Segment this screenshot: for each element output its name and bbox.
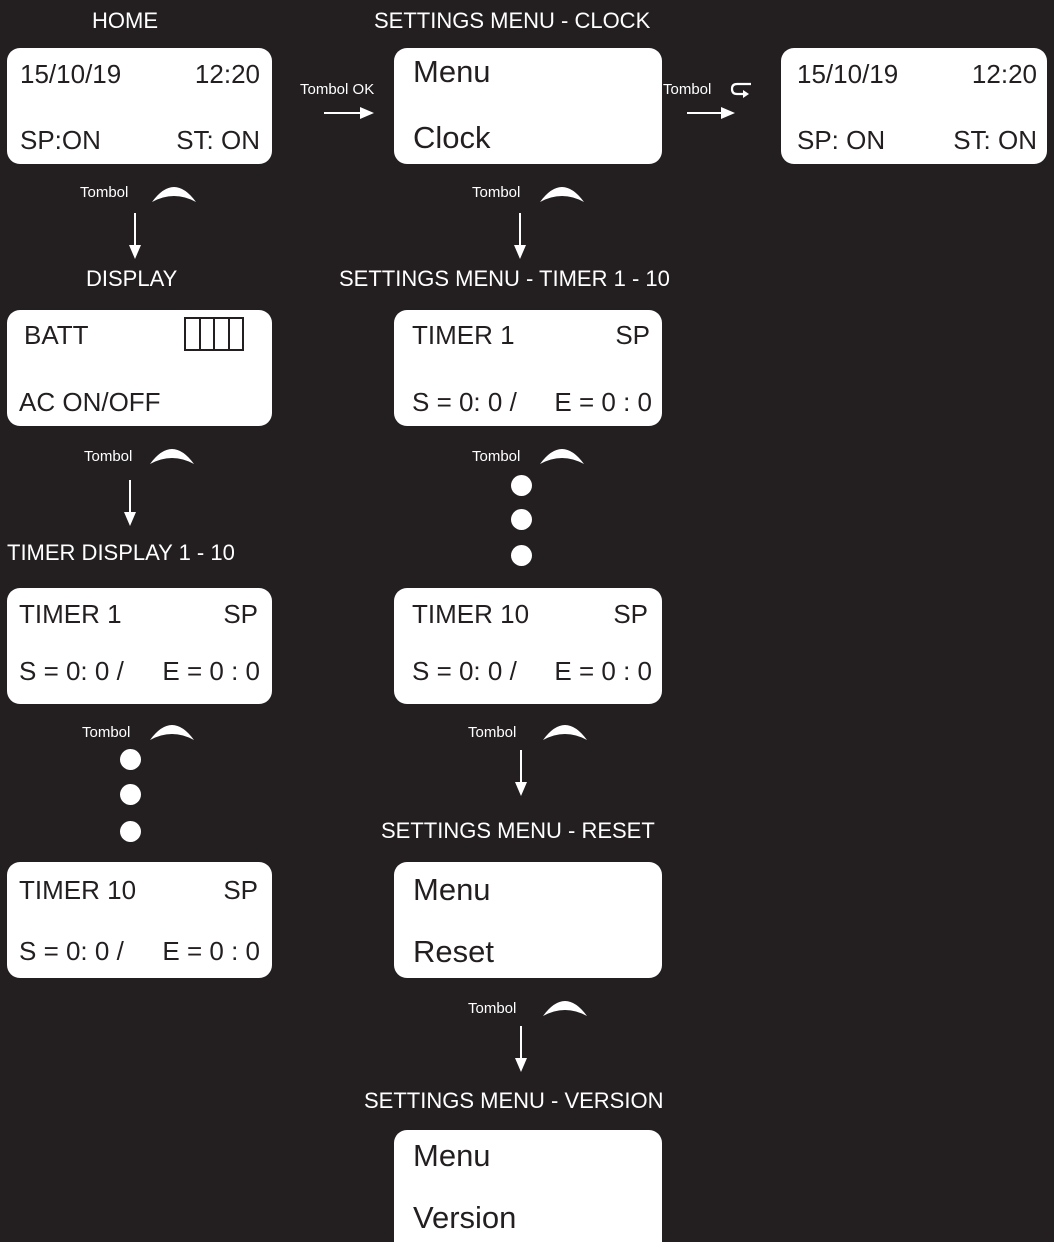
- dot-icon: [120, 784, 141, 805]
- tombol-back-label: Tombol: [663, 81, 712, 98]
- clock-menu-line1: Menu: [413, 54, 491, 89]
- version-menu-line2: Version: [413, 1200, 517, 1235]
- timer-menu-1-end: E = 0 : 0: [554, 387, 652, 417]
- home-time: 12:20: [194, 59, 260, 89]
- timer-display-10-screen: TIMER 10 SP S = 0: 0 / E = 0 : 0: [7, 862, 272, 978]
- home-date: 15/10/19: [20, 59, 122, 89]
- dot-icon: [120, 749, 141, 770]
- dot-icon: [511, 475, 532, 496]
- timer-menu-1-screen: TIMER 1 SP S = 0: 0 / E = 0 : 0: [394, 310, 662, 426]
- up-caret-icon: [150, 725, 194, 740]
- timer-display-1-end: E = 0 : 0: [162, 656, 260, 686]
- title-clock: SETTINGS MENU - CLOCK: [374, 8, 651, 33]
- clock-menu-screen: Menu Clock: [394, 48, 662, 164]
- timer-display-1-mode: SP: [223, 599, 258, 629]
- timer-menu-10-screen: TIMER 10 SP S = 0: 0 / E = 0 : 0: [394, 588, 662, 704]
- battery-icon: [184, 317, 244, 351]
- tombol-label: Tombol: [472, 448, 521, 465]
- down-arrow-icon: [515, 1026, 527, 1072]
- timer-display-10-mode: SP: [223, 875, 258, 905]
- timer-display-1-start: S = 0: 0 /: [19, 656, 124, 686]
- right-arrow-icon: [324, 107, 374, 119]
- home-return-date: 15/10/19: [797, 59, 899, 89]
- title-home: HOME: [92, 8, 158, 33]
- reset-menu-line1: Menu: [413, 872, 491, 907]
- timer-menu-10-end: E = 0 : 0: [554, 656, 652, 686]
- dot-icon: [511, 509, 532, 530]
- tombol-label: Tombol: [80, 184, 129, 201]
- tombol-label: Tombol: [468, 1000, 517, 1017]
- tombol-label: Tombol: [82, 724, 131, 741]
- up-caret-icon: [152, 187, 196, 202]
- title-timer-menu: SETTINGS MENU - TIMER 1 - 10: [339, 266, 670, 291]
- title-version: SETTINGS MENU - VERSION: [364, 1088, 664, 1113]
- display-screen: BATT AC ON/OFF: [7, 310, 272, 426]
- timer-menu-1-mode: SP: [615, 320, 650, 350]
- timer-display-10-end: E = 0 : 0: [162, 936, 260, 966]
- down-arrow-icon: [515, 750, 527, 796]
- display-batt: BATT: [24, 320, 89, 350]
- home-return-sp: SP: ON: [797, 125, 886, 155]
- home-return-time: 12:20: [971, 59, 1037, 89]
- dot-icon: [120, 821, 141, 842]
- home-return-st: ST: ON: [953, 125, 1037, 155]
- title-timer-display: TIMER DISPLAY 1 - 10: [7, 540, 235, 565]
- timer-menu-1-name: TIMER 1: [412, 320, 515, 350]
- home-st: ST: ON: [176, 125, 260, 155]
- timer-display-10-start: S = 0: 0 /: [19, 936, 124, 966]
- title-display: DISPLAY: [86, 266, 178, 291]
- reset-menu-line2: Reset: [413, 934, 494, 969]
- down-arrow-icon: [514, 213, 526, 259]
- timer-display-1-name: TIMER 1: [19, 599, 122, 629]
- timer-menu-1-start: S = 0: 0 /: [412, 387, 517, 417]
- back-icon: [730, 82, 751, 98]
- timer-menu-10-name: TIMER 10: [412, 599, 530, 629]
- up-caret-icon: [540, 449, 584, 464]
- down-arrow-icon: [129, 213, 141, 259]
- version-menu-line1: Menu: [413, 1138, 491, 1173]
- right-arrow-icon: [687, 107, 735, 119]
- version-menu-screen: Menu Version: [394, 1130, 662, 1242]
- clock-menu-line2: Clock: [413, 120, 491, 155]
- tombol-label: Tombol: [84, 448, 133, 465]
- home-sp: SP:ON: [20, 125, 101, 155]
- tombol-label: Tombol: [472, 184, 521, 201]
- dot-icon: [511, 545, 532, 566]
- display-ac: AC ON/OFF: [19, 387, 161, 417]
- reset-menu-screen: Menu Reset: [394, 862, 662, 978]
- timer-display-10-name: TIMER 10: [19, 875, 137, 905]
- timer-menu-10-start: S = 0: 0 /: [412, 656, 517, 686]
- tombol-label: Tombol: [468, 724, 517, 741]
- tombol-ok-label: Tombol OK: [300, 81, 375, 98]
- timer-menu-10-mode: SP: [613, 599, 648, 629]
- title-reset: SETTINGS MENU - RESET: [381, 818, 655, 843]
- up-caret-icon: [543, 725, 587, 740]
- home-return-screen: 15/10/19 12:20 SP: ON ST: ON: [781, 48, 1047, 164]
- up-caret-icon: [540, 187, 584, 202]
- down-arrow-icon: [124, 480, 136, 526]
- up-caret-icon: [543, 1001, 587, 1016]
- home-screen: 15/10/19 12:20 SP:ON ST: ON: [7, 48, 272, 164]
- up-caret-icon: [150, 449, 194, 464]
- timer-display-1-screen: TIMER 1 SP S = 0: 0 / E = 0 : 0: [7, 588, 272, 704]
